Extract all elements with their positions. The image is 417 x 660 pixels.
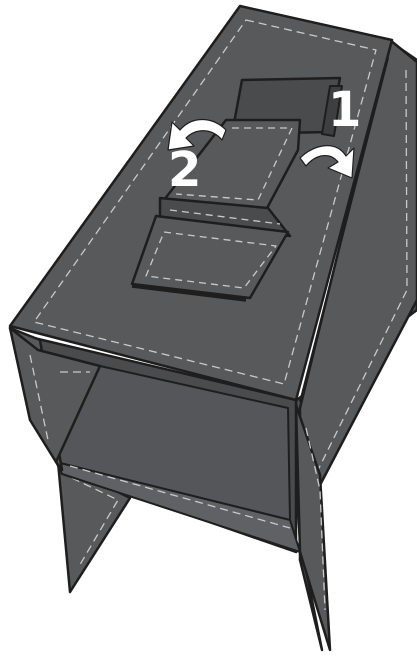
step-label-1: 1: [328, 82, 361, 138]
step-label-2: 2: [168, 142, 201, 198]
